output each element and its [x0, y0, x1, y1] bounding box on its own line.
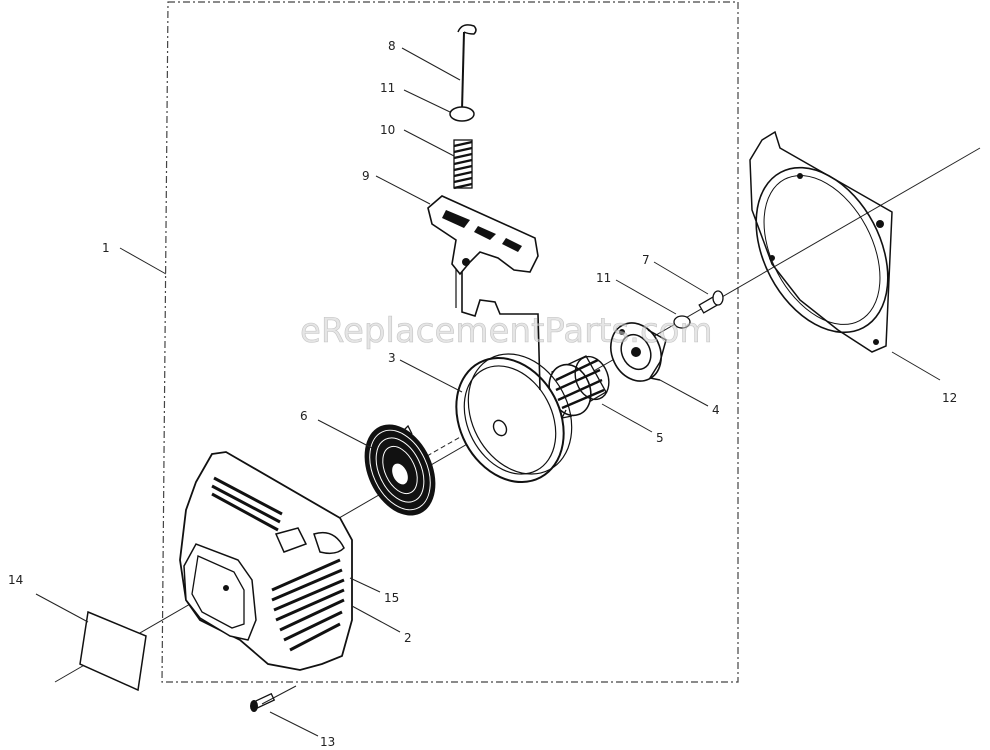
callouts: 8 11 10 9 1 7 11 3 4 5 6 12 15 2 14 13: [8, 39, 957, 749]
assembly-boundary: [161, 1, 739, 683]
fan-housing: [749, 130, 893, 353]
callout-9: 9: [362, 169, 370, 183]
callout-8: 8: [388, 39, 396, 53]
washer-11-right: [673, 315, 691, 329]
callout-15: 15: [384, 591, 399, 605]
callout-3: 3: [388, 351, 396, 365]
callout-14: 14: [8, 573, 23, 587]
callout-12: 12: [942, 391, 957, 405]
screw-13: [250, 685, 297, 712]
spring-10: [453, 139, 473, 190]
callout-4: 4: [712, 403, 720, 417]
callout-1: 1: [102, 241, 110, 255]
starter-cover: [179, 451, 353, 671]
screw-7: [698, 290, 724, 314]
callout-6: 6: [300, 409, 308, 423]
washer-11-top: [449, 106, 475, 122]
starter-handle: [427, 195, 539, 276]
callout-10: 10: [380, 123, 395, 137]
pawl-hub: [610, 322, 667, 382]
callout-2: 2: [404, 631, 412, 645]
watermark-text: eReplacementParts.com: [300, 311, 713, 351]
rope-8: [457, 24, 477, 111]
starter-rope: [461, 262, 541, 391]
leader-lines: [35, 47, 941, 737]
callout-5: 5: [656, 431, 664, 445]
callout-11-top: 11: [380, 81, 395, 95]
callout-11-right: 11: [596, 271, 611, 285]
pulley: [455, 353, 573, 484]
callout-7: 7: [642, 253, 650, 267]
rewind-spring: [364, 424, 436, 516]
callout-13: 13: [320, 735, 335, 749]
label-14: [79, 610, 147, 692]
